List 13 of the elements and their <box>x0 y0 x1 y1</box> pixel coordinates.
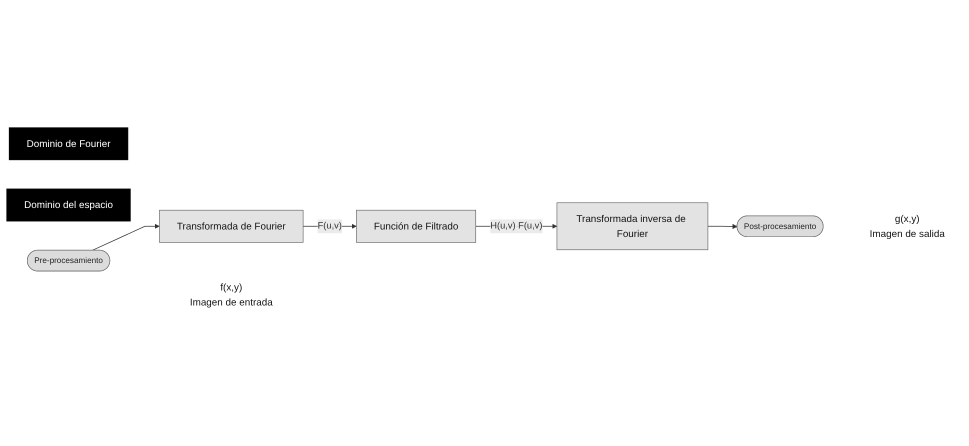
edge-label: H(u,v) F(u,v) <box>490 221 542 231</box>
node-box: Dominio de Fourier <box>8 127 128 160</box>
node-box: Dominio del espacio <box>6 188 131 222</box>
node-label: f(x,y) <box>220 282 242 293</box>
edge-label: F(u,v) <box>318 221 342 231</box>
node-box: Función de Filtrado <box>356 210 476 243</box>
node-label: Imagen de entrada <box>190 296 273 308</box>
node-box: Transformada inversa de Fourier <box>556 202 708 250</box>
node-label: g(x,y) <box>894 213 920 224</box>
arrow <box>708 224 738 229</box>
node-label: Imagen de salida <box>870 228 945 240</box>
arrow <box>92 224 160 251</box>
node-box: Transformada de Fourier <box>159 210 304 243</box>
